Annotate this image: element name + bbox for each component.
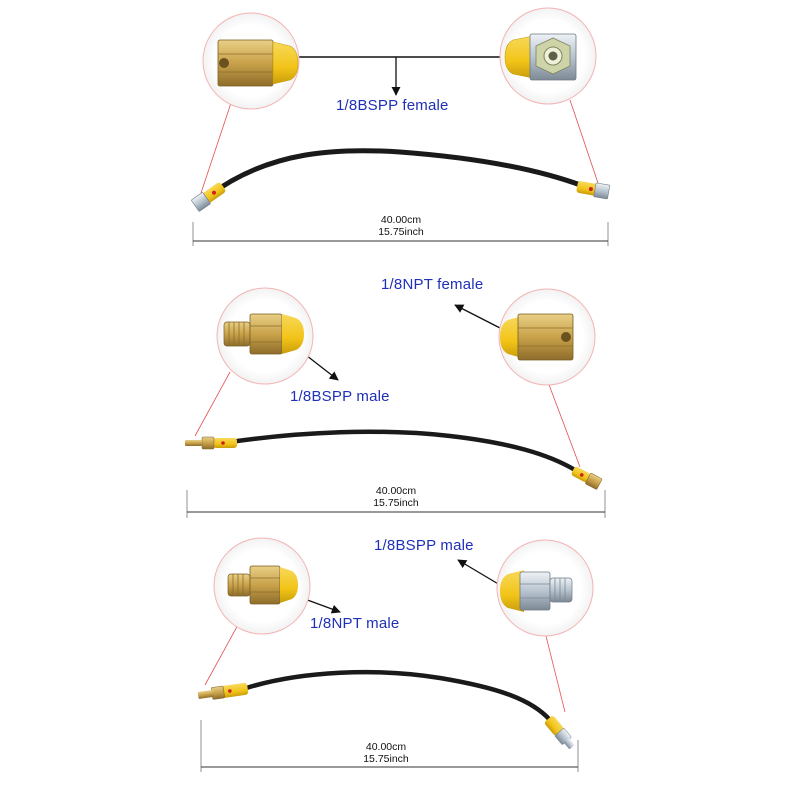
hose-end-left bbox=[197, 682, 249, 700]
hose bbox=[207, 148, 586, 198]
hose-end-right bbox=[544, 716, 575, 749]
callout-circle-left bbox=[216, 287, 314, 385]
female-nut-fitting bbox=[504, 33, 577, 81]
fitting-label-left: 1/8NPT male bbox=[310, 615, 400, 632]
dimension-line bbox=[186, 490, 606, 518]
assembly-1 bbox=[191, 7, 610, 246]
pointer-arrow-right bbox=[454, 304, 501, 329]
assembly-3 bbox=[197, 537, 594, 772]
callout-circle-right bbox=[498, 288, 596, 386]
length-cm-label: 40.00cm bbox=[375, 485, 417, 497]
callout-circle-left bbox=[213, 537, 311, 635]
length-cm-label: 40.00cm bbox=[380, 214, 422, 226]
male-brass-fitting bbox=[227, 565, 298, 605]
pointer-arrow-right bbox=[457, 559, 501, 586]
callout-line bbox=[194, 371, 231, 437]
fitting-label-left: 1/8BSPP male bbox=[290, 388, 390, 405]
fitting-label-right: 1/8BSPP male bbox=[374, 537, 474, 554]
callout-line bbox=[569, 99, 599, 184]
callout-line bbox=[204, 622, 240, 686]
fitting-label: 1/8BSPP female bbox=[336, 97, 449, 114]
callout-circle-left bbox=[202, 12, 300, 110]
callout-line bbox=[547, 381, 581, 468]
hose bbox=[227, 429, 578, 473]
hose-end-left bbox=[185, 436, 237, 450]
dimension-line bbox=[200, 720, 579, 772]
length-inch-label: 15.75inch bbox=[378, 226, 424, 238]
callout-line bbox=[544, 631, 566, 713]
callout-line bbox=[200, 99, 233, 194]
callout-circle-right bbox=[496, 539, 594, 637]
length-inch-label: 15.75inch bbox=[363, 753, 409, 765]
assembly-2 bbox=[185, 287, 606, 518]
hose-end-right bbox=[576, 181, 610, 200]
length-inch-label: 15.75inch bbox=[373, 497, 419, 509]
male-steel-fitting bbox=[500, 570, 573, 612]
fitting-label-right: 1/8NPT female bbox=[381, 276, 484, 293]
female-nut-fitting bbox=[217, 39, 299, 87]
hose-end-left bbox=[191, 182, 226, 212]
hose bbox=[237, 669, 553, 723]
hose-end-right bbox=[571, 466, 603, 490]
length-cm-label: 40.00cm bbox=[365, 741, 407, 753]
male-brass-fitting bbox=[223, 313, 304, 355]
callout-circle-right bbox=[499, 7, 597, 105]
female-nut-fitting bbox=[500, 313, 574, 361]
dimension-line bbox=[192, 222, 609, 246]
